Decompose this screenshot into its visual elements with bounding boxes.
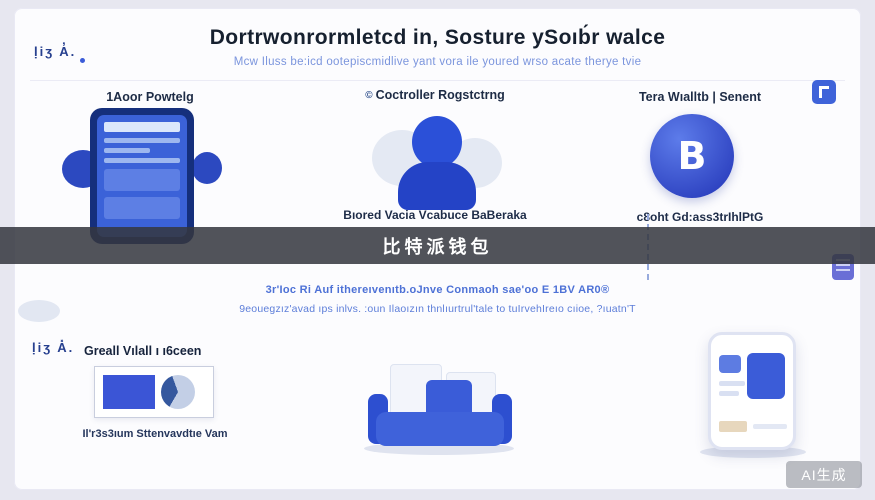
feature-label-3: Tera Wıalltb | Senent: [638, 90, 762, 104]
chart-card-illustration: [94, 366, 214, 418]
header-divider: [30, 80, 845, 81]
brand-mark: ḷiʒ A̓.: [34, 44, 77, 59]
feature-label-2: ©Coctroller Rogstctrng: [335, 88, 535, 102]
smartphone-illustration: [698, 332, 808, 458]
banner-text: 比特派钱包: [382, 236, 493, 257]
window-icon: [812, 80, 836, 104]
screen-line: [104, 158, 180, 163]
coin-letter: B: [677, 134, 707, 178]
page-subtitle: Mcw Iluss be:icd ootepiscmidlive yant vo…: [233, 56, 642, 68]
copyright-icon: ©: [365, 90, 373, 101]
person-head-icon: [412, 116, 462, 168]
brand-dot-icon: [80, 58, 85, 63]
feature-caption-2: Bıored Vacia Vcabuce BaBeraka: [343, 208, 527, 222]
couch-seat: [376, 412, 504, 446]
couch-illustration: [360, 352, 520, 455]
phone-screen: [97, 115, 187, 237]
feature-caption-3: c8oht Gd:ass3trIhlPtG: [636, 210, 764, 224]
screen-line: [719, 381, 745, 386]
window-glyph: [819, 86, 829, 98]
page-title: Dortrwonrormletcd in, Sosture ySoıb́r wa…: [209, 26, 666, 49]
mid-text-line-1: 3r'Ioc Ri Auf ithereıvenıtb.oJnve Conmao…: [265, 284, 610, 296]
app-block-icon: [719, 355, 741, 373]
phone-illustration: [62, 108, 222, 244]
app-block-icon: [747, 353, 785, 399]
person-illustration: [372, 112, 502, 212]
brand-mark-bottom: ḷiʒ A̽.: [32, 340, 75, 355]
screen-line: [719, 391, 739, 396]
screen-card-icon: [719, 421, 747, 432]
pie-chart-icon: [161, 375, 195, 409]
feature-label-1: 1Aoor Powtelg: [106, 90, 194, 104]
chart-rect-icon: [103, 375, 155, 409]
phone-body: [90, 108, 194, 244]
screen-line: [104, 138, 180, 143]
feature-label-2-text: Coctroller Rogstctrng: [375, 88, 505, 102]
ai-watermark: AI生成: [786, 461, 862, 488]
bottom-left-label: Greall Vılall ı ı6ceen: [84, 344, 202, 358]
screen-panel: [104, 197, 180, 219]
blob-right-icon: [192, 152, 222, 184]
mid-text-line-2: 9eouegzız'avad ıps inlvs. :oun Ilaoızın …: [239, 303, 636, 315]
screen-header-bar: [104, 122, 180, 132]
screen-line: [104, 148, 150, 153]
screen-line: [753, 424, 787, 429]
screen-panel: [104, 169, 180, 191]
person-body-icon: [398, 162, 476, 210]
smartphone-body: [708, 332, 796, 450]
title-banner: 比特派钱包: [0, 227, 875, 264]
ellipse-decoration: [18, 300, 60, 322]
coin-icon: B: [650, 114, 734, 198]
bottom-left-caption: Il'r3s3ıum Sttenvavdtıe Vam: [82, 428, 228, 440]
